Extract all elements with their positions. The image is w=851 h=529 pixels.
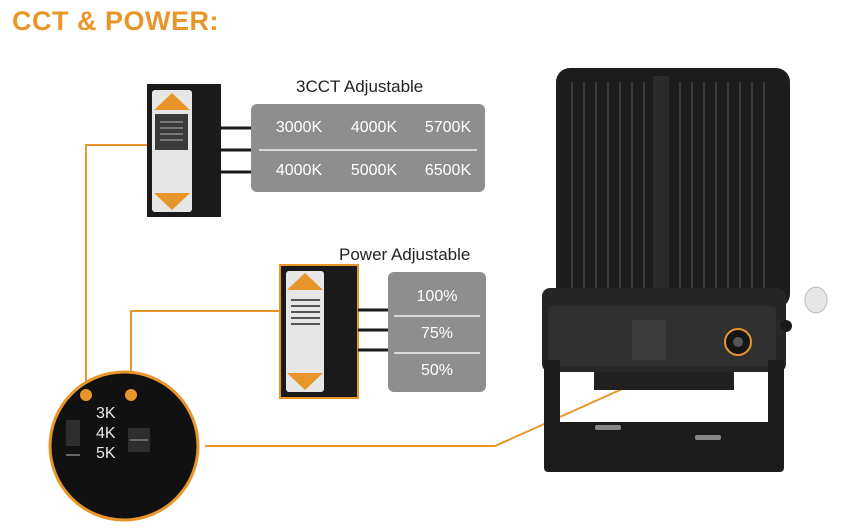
- cct-value: 3000K: [275, 119, 323, 136]
- cct-value: 4000K: [275, 162, 323, 179]
- power-value: 75%: [420, 325, 454, 342]
- cct-up-arrow-icon: [154, 93, 190, 110]
- power-divider: [394, 352, 480, 354]
- cct-value: 6500K: [424, 162, 472, 179]
- power-knob-icon: [804, 286, 828, 314]
- cct-value: 4000K: [350, 119, 398, 136]
- closeup-label: 5K: [96, 445, 116, 462]
- power-value: 50%: [420, 362, 454, 379]
- power-divider: [394, 315, 480, 317]
- cct-options-panel: 3000K 4000K 5700K 4000K 5000K 6500K: [251, 104, 485, 192]
- power-label: Power Adjustable: [339, 245, 471, 264]
- closeup-label: 4K: [96, 425, 116, 442]
- power-switch-slot: [286, 271, 324, 392]
- closeup-label: 3K: [96, 405, 116, 422]
- cct-value: 5000K: [350, 162, 398, 179]
- closeup-dot-right: [125, 389, 137, 401]
- cct-value: 5700K: [424, 119, 472, 136]
- switch-closeup-circle: [48, 370, 200, 522]
- cct-down-arrow-icon: [154, 193, 190, 210]
- closeup-dot-left: [80, 389, 92, 401]
- power-up-arrow-icon: [287, 273, 323, 290]
- cct-switch-knob: [155, 114, 188, 150]
- floodlight-product: [542, 68, 828, 472]
- power-down-arrow-icon: [287, 373, 323, 390]
- power-options-panel: 100% 75% 50%: [388, 272, 486, 392]
- power-value: 100%: [416, 288, 458, 305]
- cct-label: 3CCT Adjustable: [296, 77, 424, 96]
- cct-divider: [259, 149, 477, 151]
- cct-connector-line: [85, 144, 147, 395]
- power-connector-line: [130, 310, 280, 395]
- section-title: CCT & POWER:: [12, 6, 219, 36]
